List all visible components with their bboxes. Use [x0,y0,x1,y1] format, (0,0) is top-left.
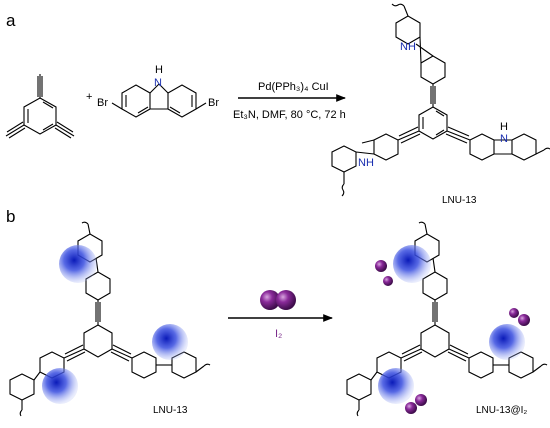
lnu13-product-structure [331,3,550,197]
iodine-atom [509,308,519,318]
product-h-right: H [500,121,508,133]
pore-sphere [393,245,431,283]
pore-sphere [59,245,97,283]
iodine-atom [375,260,387,272]
iodine-atom [383,276,393,286]
conditions-text: Et₃N, DMF, 80 °C, 72 h [233,109,346,121]
iodine-atom [415,394,427,406]
product-n-right: N [500,133,508,145]
panel-b-label: b [6,207,15,226]
triethynylbenzene-structure [5,74,75,139]
dibromo-br-left: Br [97,97,108,109]
product-nh-top: NH [400,41,416,53]
dibromo-br-right: Br [208,97,219,109]
catalyst-text: Pd(PPh₃)₄ CuI [258,81,329,93]
plus-sign: + [86,91,92,103]
iodine-atom [405,402,417,414]
product-nh-left: NH [358,157,374,169]
panel-a-label: a [6,11,16,30]
iodine-atom [518,314,530,326]
dibromocarbazole-structure [111,83,207,118]
lnu13-iodine-framework-right [346,221,548,417]
pore-sphere [378,368,414,404]
framework-name-left: LNU-13 [153,405,188,416]
pore-sphere [489,324,525,360]
product-name-a: LNU-13 [442,195,477,206]
pore-sphere [42,368,78,404]
lnu13-framework-left [9,221,211,417]
dibromo-n: N [154,77,162,89]
pore-sphere [152,324,188,360]
iodine-molecule-reagent [260,290,296,310]
framework-name-right: LNU-13@I₂ [476,405,527,416]
dibromo-h: H [155,64,163,76]
iodine-label: I₂ [275,328,282,340]
